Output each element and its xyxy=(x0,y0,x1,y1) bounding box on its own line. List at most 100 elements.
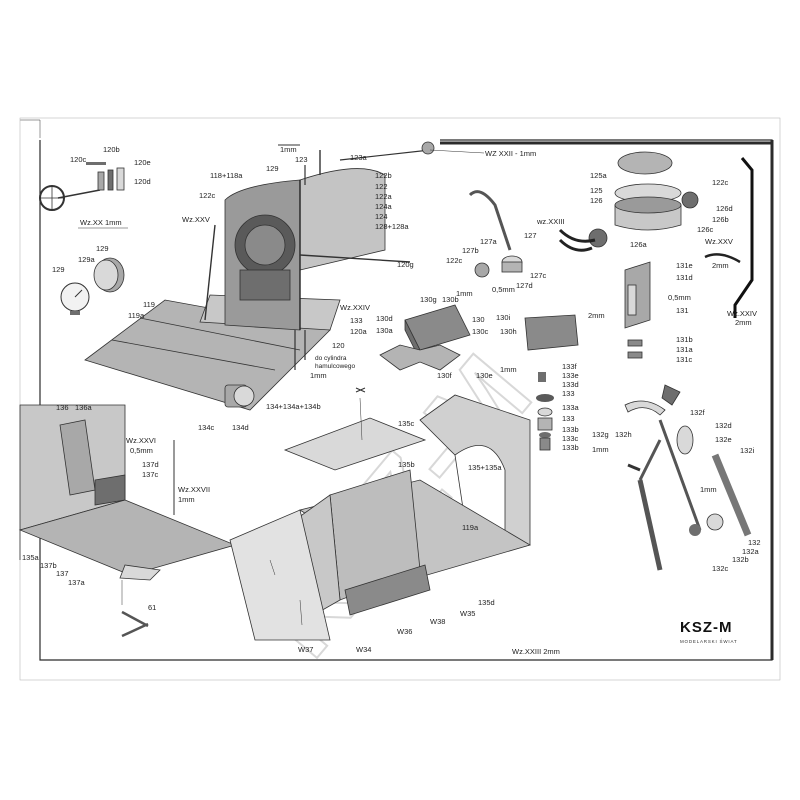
cab-wall-136 xyxy=(18,404,237,581)
label-wz-xxiii-small: wz.XXIII xyxy=(536,217,565,226)
handwheel-120 xyxy=(39,162,125,211)
label-133b-2: 133b xyxy=(562,443,579,452)
label-120b: 120b xyxy=(103,145,120,154)
valve-stack-133 xyxy=(536,372,554,451)
label-133a: 133a xyxy=(562,403,580,412)
label-129a: 129a xyxy=(78,255,96,264)
label-wz-xxv-left: Wz.XXV xyxy=(182,215,210,224)
label-122b: 122b xyxy=(375,171,392,180)
label-130g: 130g xyxy=(420,295,437,304)
label-130i: 130i xyxy=(496,313,511,322)
label-126: 126 xyxy=(590,196,603,205)
label-135a: 135a xyxy=(22,553,40,562)
label-118: 118+118a xyxy=(210,171,243,180)
label-123: 123 xyxy=(295,155,308,164)
label-120e: 120e xyxy=(134,158,151,167)
label-1mm-xxvii: 1mm xyxy=(178,495,195,504)
label-122a: 122a xyxy=(375,192,393,201)
pipe-xxv xyxy=(704,253,741,264)
label-133: 133 xyxy=(350,316,363,325)
firebox-frame-135 xyxy=(229,387,531,641)
label-136: 136 xyxy=(56,403,69,412)
label-do-cylindra: do cylindra xyxy=(315,355,347,362)
label-124a: 124a xyxy=(375,202,393,211)
label-130d: 130d xyxy=(376,314,393,323)
label-119a-bottom: 119a xyxy=(462,523,479,532)
label-122c-left: 122c xyxy=(199,191,216,200)
pressure-gauge-129 xyxy=(60,257,125,315)
label-119: 119 xyxy=(143,300,155,309)
label-2mm-xxv: 2mm xyxy=(712,261,729,270)
label-133c: 133c xyxy=(562,434,579,443)
label-1mm-132: 1mm xyxy=(592,445,609,454)
toolbox-130 xyxy=(379,304,579,371)
label-133d: 133d xyxy=(562,380,579,389)
label-1mm-130: 1mm xyxy=(456,289,473,298)
label-wz-xxiv-right: Wz.XXIV xyxy=(727,309,757,318)
label-120: 120 xyxy=(332,341,345,350)
label-133-2: 133 xyxy=(562,414,575,423)
label-05mm-xxvi: 0,5mm xyxy=(130,446,153,455)
label-05mm-127: 0,5mm xyxy=(492,285,515,294)
label-137c: 137c xyxy=(142,470,159,479)
label-129-center: 129 xyxy=(266,164,279,173)
label-126b: 126b xyxy=(712,215,729,224)
label-120d: 120d xyxy=(134,177,151,186)
label-137a: 137a xyxy=(68,578,86,587)
label-135b: 135b xyxy=(398,460,415,469)
label-128: 128+128a xyxy=(375,222,409,231)
pipe-xxiv-right xyxy=(733,157,754,318)
label-134c: 134c xyxy=(198,423,215,432)
label-130e: 130e xyxy=(476,371,493,380)
reverser-132 xyxy=(624,384,752,571)
label-135: 135+135a xyxy=(468,463,502,472)
label-133-1: 133 xyxy=(562,389,575,398)
label-1mm-132c: 1mm xyxy=(700,485,717,494)
label-wz-xxv-right: Wz.XXV xyxy=(705,237,733,246)
label-wz-xxiii: Wz.XXIII 2mm xyxy=(512,647,560,656)
label-hamulcowego: hamulcowego xyxy=(315,363,355,370)
label-137b: 137b xyxy=(40,561,57,570)
label-125a: 125a xyxy=(590,171,608,180)
label-132f: 132f xyxy=(690,408,706,417)
label-05mm-131: 0,5mm xyxy=(668,293,691,302)
label-132d: 132d xyxy=(715,421,732,430)
label-129-top: 129 xyxy=(96,244,109,253)
label-122c-right: 122c xyxy=(712,178,729,187)
label-127b: 127b xyxy=(462,246,479,255)
label-132c: 132c xyxy=(712,564,729,573)
label-131c: 131c xyxy=(676,355,693,364)
sheet-border xyxy=(19,117,781,681)
label-135d: 135d xyxy=(478,598,495,607)
label-132: 132 xyxy=(748,538,761,547)
label-1mm-top: 1mm xyxy=(280,145,297,154)
label-130h: 130h xyxy=(500,327,517,336)
injector-131 xyxy=(624,261,651,359)
boiler-backhead xyxy=(204,141,435,408)
label-133f: 133f xyxy=(562,362,578,371)
label-127: 127 xyxy=(524,231,537,240)
label-120a: 120a xyxy=(350,327,368,336)
label-120c: 120c xyxy=(70,155,87,164)
label-125: 125 xyxy=(590,186,603,195)
label-w35: W35 xyxy=(460,609,475,618)
label-132i: 132i xyxy=(740,446,755,455)
ksz-m-logo: KSZ-M MODELARSKI ŚWIAT xyxy=(680,619,737,644)
label-2mm-130i: 2mm xyxy=(588,311,605,320)
label-wz-xx: Wz.XX 1mm xyxy=(80,218,122,227)
label-119a: 119a xyxy=(128,311,145,320)
label-129-left: 129 xyxy=(52,265,65,274)
label-134d: 134d xyxy=(232,423,249,432)
label-137: 137 xyxy=(56,569,69,578)
label-127c: 127c xyxy=(530,271,547,280)
label-136a: 136a xyxy=(75,403,93,412)
label-wz-xxvii: Wz.XXVII xyxy=(178,485,210,494)
label-123a: 123a xyxy=(350,153,368,162)
label-131d: 131d xyxy=(676,273,693,282)
label-127d: 127d xyxy=(516,281,533,290)
label-130: 130 xyxy=(472,315,485,324)
label-w38: W38 xyxy=(430,617,445,626)
label-133b-1: 133b xyxy=(562,425,579,434)
label-135c: 135c xyxy=(398,419,415,428)
